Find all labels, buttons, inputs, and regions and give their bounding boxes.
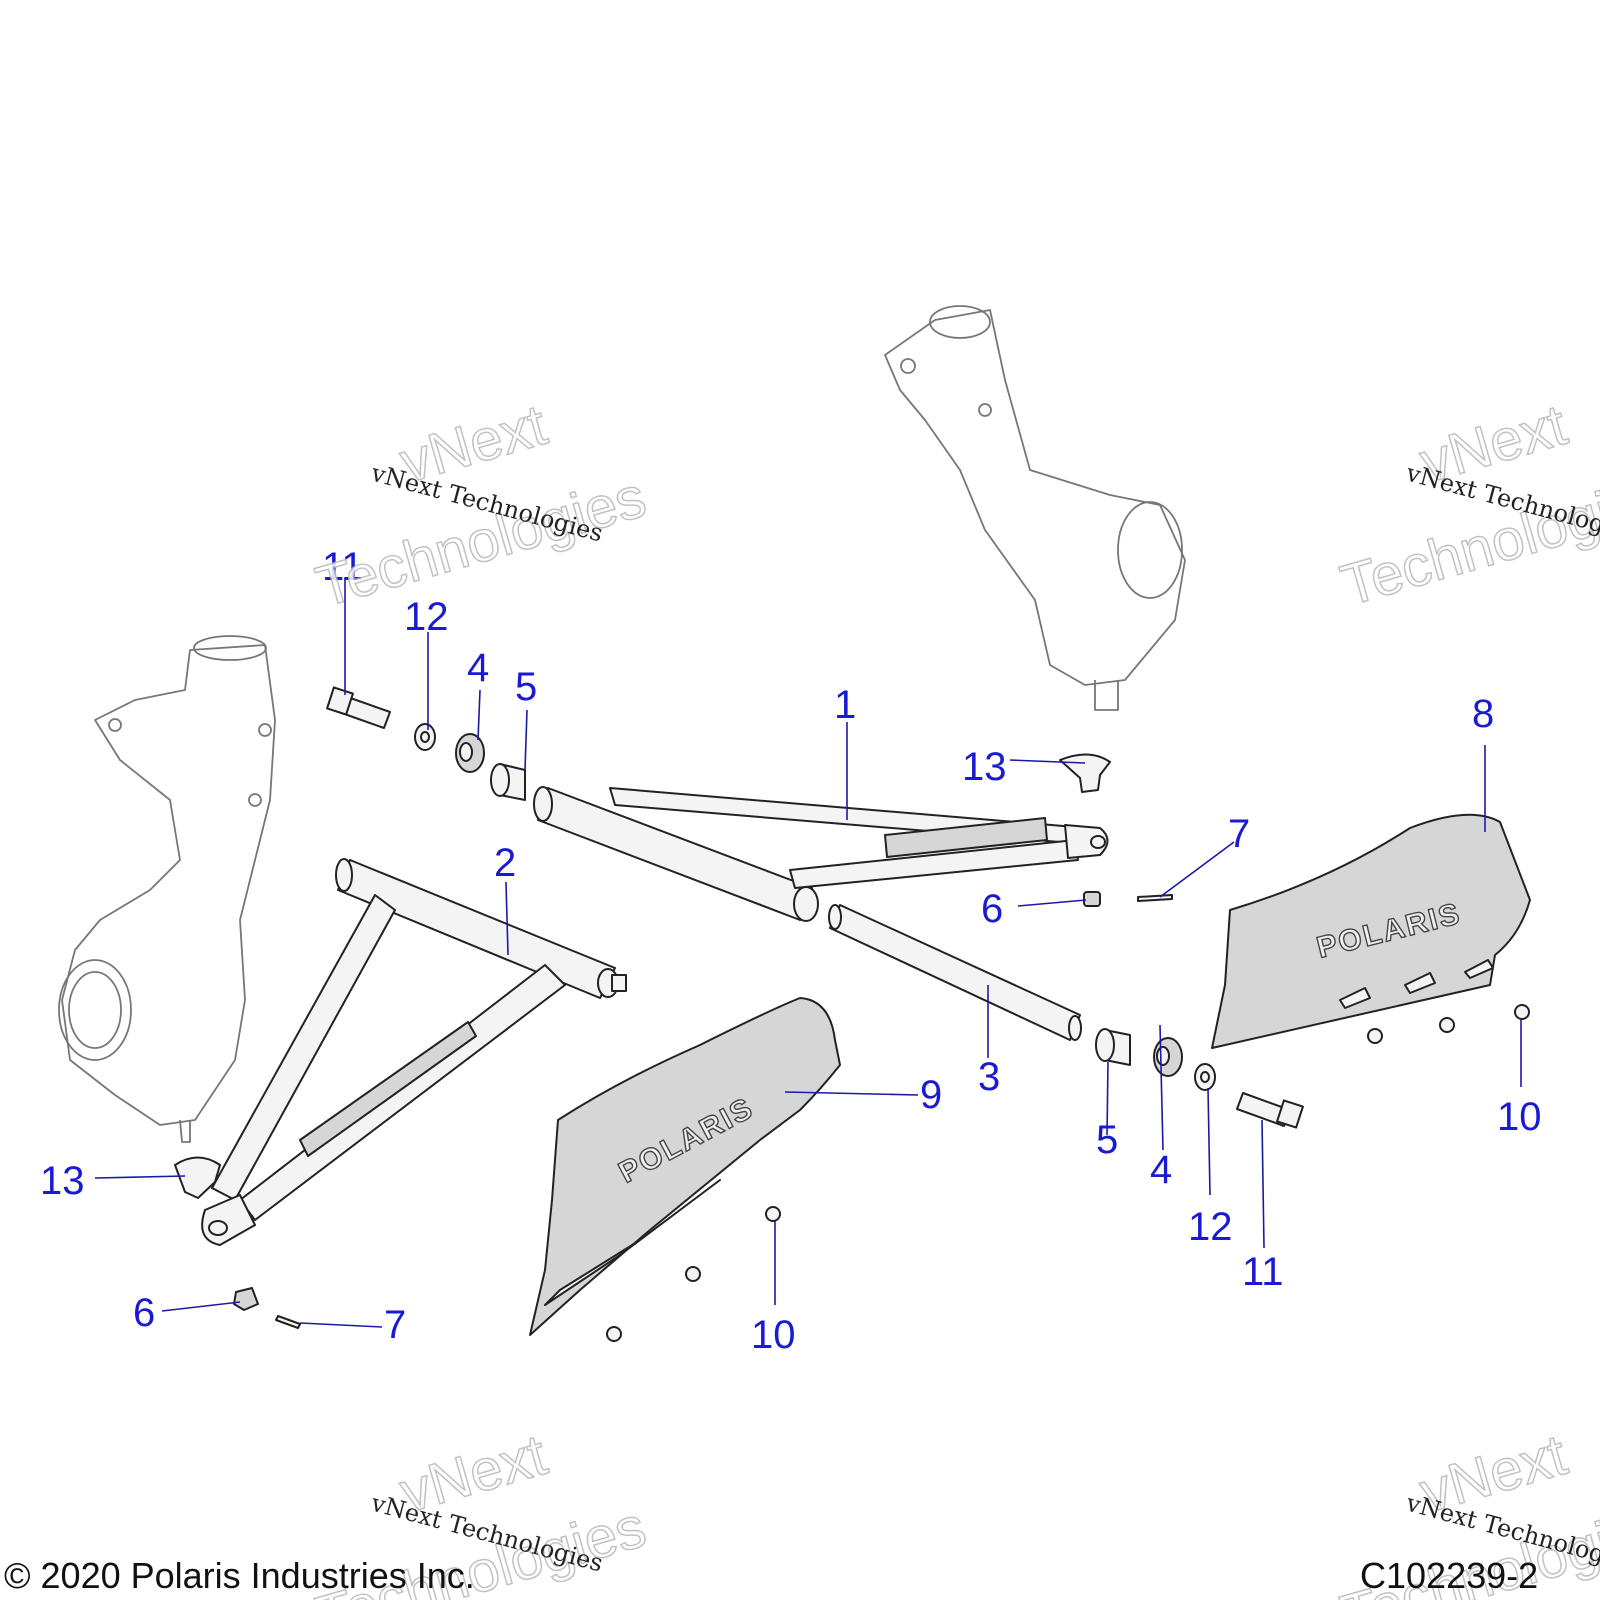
callout-13-right: 13 <box>962 745 1007 789</box>
leader-lines <box>94 578 1522 1328</box>
upper-a-arm <box>533 786 1109 922</box>
callout-11-right: 11 <box>1242 1250 1284 1294</box>
callout-4-left: 4 <box>467 646 489 690</box>
callout-4-right: 4 <box>1150 1148 1172 1192</box>
watermark-top-right: vNext Technologies vNext Technologies <box>1333 391 1600 619</box>
callout-7-right: 7 <box>1228 812 1250 856</box>
callout-10-left: 10 <box>751 1313 796 1357</box>
diagram-id: C102239-2 <box>1360 1555 1538 1596</box>
copyright-text: © 2020 Polaris Industries Inc. <box>4 1555 475 1596</box>
callout-6-left: 6 <box>133 1291 155 1335</box>
callout-11-left: 11 <box>322 545 364 589</box>
callout-5-left: 5 <box>515 665 537 709</box>
steering-knuckle-lower <box>58 635 276 1143</box>
callout-6-right: 6 <box>981 887 1003 931</box>
callout-10-right: 10 <box>1497 1095 1542 1139</box>
a-arm-guard-right: POLARIS <box>1211 813 1531 1049</box>
hardware <box>174 753 1530 1342</box>
watermark-top-left: vNext Technologies vNext Technologies <box>309 391 654 620</box>
steering-knuckle-upper <box>884 305 1186 711</box>
pivot-shaft <box>828 904 1082 1041</box>
callout-5-right: 5 <box>1096 1118 1118 1162</box>
callout-9: 9 <box>920 1073 942 1117</box>
bushing-stack-right <box>1095 1028 1304 1129</box>
callout-12-right: 12 <box>1188 1205 1233 1249</box>
callout-13-left: 13 <box>40 1159 85 1203</box>
callout-7-left: 7 <box>384 1303 406 1347</box>
callout-labels: 1 2 3 4 4 5 5 6 6 7 7 8 9 10 10 11 11 12… <box>40 545 1542 1357</box>
callout-3: 3 <box>978 1055 1000 1099</box>
bushing-stack-left <box>326 686 526 801</box>
lower-a-arm <box>201 858 627 1246</box>
callout-1: 1 <box>834 683 856 727</box>
callout-12-left: 12 <box>404 595 449 639</box>
a-arm-guard-left: POLARIS <box>529 997 841 1336</box>
callout-2: 2 <box>494 841 516 885</box>
callout-8: 8 <box>1472 692 1494 736</box>
